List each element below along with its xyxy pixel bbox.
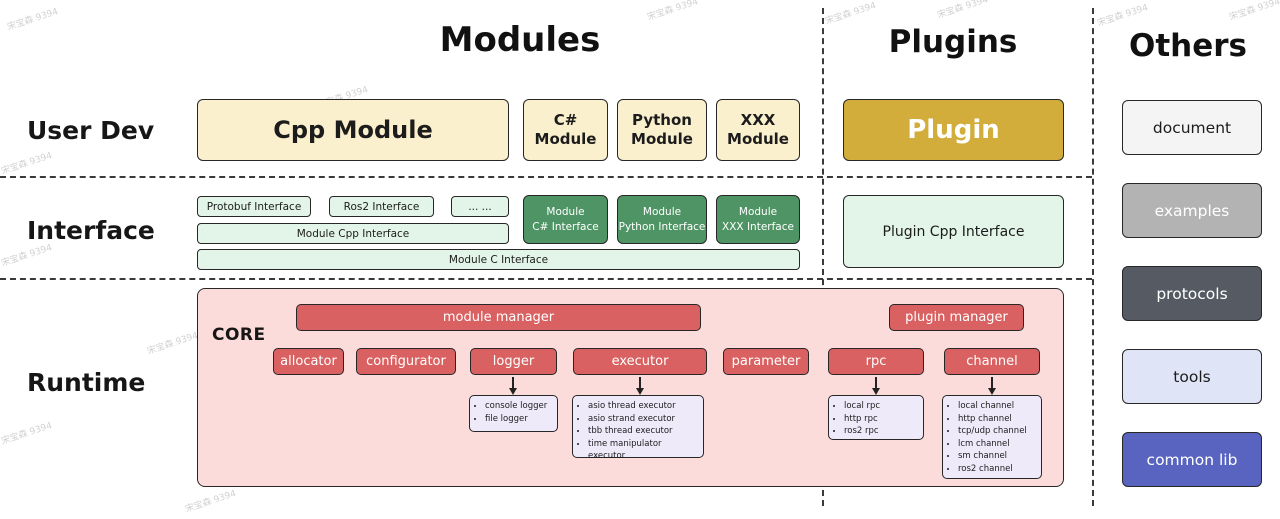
watermark-text: 宋宝森 9394 xyxy=(1228,0,1280,23)
row-label-runtime: Runtime xyxy=(27,368,146,397)
logger-impl-list: console logger file logger xyxy=(469,395,558,432)
list-item: http rpc xyxy=(844,413,920,426)
configurator-box: configurator xyxy=(356,348,456,375)
others-item-1: examples xyxy=(1122,183,1262,238)
cpp-module-box: Cpp Module xyxy=(197,99,509,161)
xxx-module-line2: Module xyxy=(727,130,789,148)
watermark-text: 宋宝森 9394 xyxy=(824,1,878,27)
column-divider-modules-plugins xyxy=(822,8,824,506)
channel-box: channel xyxy=(944,348,1040,375)
watermark-text: 宋宝森 9394 xyxy=(0,151,54,177)
module-csharp-interface-line2: C# Interface xyxy=(532,220,599,233)
others-item-label: tools xyxy=(1173,367,1211,386)
module-cpp-interface-box: Module Cpp Interface xyxy=(197,223,509,244)
protobuf-interface-box: Protobuf Interface xyxy=(197,196,311,217)
arrow-down-icon xyxy=(635,377,645,395)
others-item-3: tools xyxy=(1122,349,1262,404)
list-item: time manipulator executor xyxy=(588,438,700,463)
logger-box: logger xyxy=(470,348,557,375)
xxx-module-line1: XXX xyxy=(740,111,776,130)
others-header: Others xyxy=(1128,28,1247,64)
csharp-module-line1: C# xyxy=(553,111,578,130)
csharp-module-line2: Module xyxy=(534,130,597,148)
python-module-line1: Python xyxy=(632,111,692,130)
arrow-down-icon xyxy=(508,377,518,395)
module-csharp-interface-line1: Module xyxy=(546,206,585,219)
others-item-label: protocols xyxy=(1156,284,1228,303)
xxx-module-box: XXX Module xyxy=(716,99,800,161)
executor-impl-list: asio thread executor asio strand executo… xyxy=(572,395,704,461)
list-item: ros2 channel xyxy=(958,463,1038,476)
others-item-2: protocols xyxy=(1122,266,1262,321)
module-xxx-interface-box: Module XXX Interface xyxy=(716,195,800,244)
watermark-text: 宋宝森 9394 xyxy=(184,489,238,515)
list-item: local channel xyxy=(958,400,1038,413)
csharp-module-box: C# Module xyxy=(523,99,608,161)
arrow-down-icon xyxy=(987,377,997,395)
watermark-text: 宋宝森 9394 xyxy=(936,0,990,21)
list-item: asio strand executor xyxy=(588,413,700,426)
executor-box: executor xyxy=(573,348,707,375)
watermark-text: 宋宝森 9394 xyxy=(646,0,700,23)
core-label: CORE xyxy=(212,325,266,345)
list-item: asio thread executor xyxy=(588,400,700,413)
allocator-box: allocator xyxy=(273,348,344,375)
watermark-text: 宋宝森 9394 xyxy=(146,331,200,357)
module-python-interface-line1: Module xyxy=(642,206,682,219)
others-item-0: document xyxy=(1122,100,1262,155)
others-item-label: examples xyxy=(1154,201,1230,220)
list-item: http channel xyxy=(958,413,1038,426)
list-item: lcm channel xyxy=(958,438,1038,451)
python-module-box: Python Module xyxy=(617,99,707,161)
list-item: sm channel xyxy=(958,450,1038,463)
plugin-box: Plugin xyxy=(843,99,1064,161)
module-xxx-interface-line2: XXX Interface xyxy=(722,220,794,233)
more-interfaces-box: ... ... xyxy=(451,196,509,217)
modules-header: Modules xyxy=(439,20,601,60)
channel-impl-list: local channel http channel tcp/udp chann… xyxy=(942,395,1042,479)
column-divider-plugins-others xyxy=(1092,8,1094,506)
plugin-cpp-interface-box: Plugin Cpp Interface xyxy=(843,195,1064,268)
others-item-4: common lib xyxy=(1122,432,1262,487)
row-label-interface: Interface xyxy=(27,216,155,245)
list-item: file logger xyxy=(485,413,554,426)
list-item: tbb thread executor xyxy=(588,425,700,438)
parameter-box: parameter xyxy=(723,348,809,375)
list-item: tcp/udp channel xyxy=(958,425,1038,438)
row-label-user-dev: User Dev xyxy=(27,116,155,145)
plugins-header: Plugins xyxy=(888,24,1018,60)
core-container: CORE module manager plugin manager alloc… xyxy=(197,288,1064,487)
ros2-interface-box: Ros2 Interface xyxy=(329,196,434,217)
module-manager-box: module manager xyxy=(296,304,701,331)
plugin-manager-box: plugin manager xyxy=(889,304,1024,331)
list-item: ros2 rpc xyxy=(844,425,920,438)
module-python-interface-line2: Python Interface xyxy=(618,220,706,233)
others-item-label: document xyxy=(1152,118,1232,137)
module-python-interface-box: Module Python Interface xyxy=(617,195,707,244)
list-item: console logger xyxy=(485,400,554,413)
row-divider-interface-runtime xyxy=(0,278,1092,280)
watermark-text: 宋宝森 9394 xyxy=(1096,3,1150,29)
rpc-box: rpc xyxy=(828,348,924,375)
watermark-text: 宋宝森 9394 xyxy=(0,421,54,447)
module-csharp-interface-box: Module C# Interface xyxy=(523,195,608,244)
watermark-text: 宋宝森 9394 xyxy=(6,7,60,33)
row-divider-userdev-interface xyxy=(0,176,1092,178)
others-item-label: common lib xyxy=(1146,450,1238,469)
python-module-line2: Module xyxy=(631,130,693,148)
rpc-impl-list: local rpc http rpc ros2 rpc xyxy=(828,395,924,440)
module-xxx-interface-line1: Module xyxy=(738,206,778,219)
list-item: local rpc xyxy=(844,400,920,413)
arrow-down-icon xyxy=(871,377,881,395)
module-c-interface-box: Module C Interface xyxy=(197,249,800,270)
